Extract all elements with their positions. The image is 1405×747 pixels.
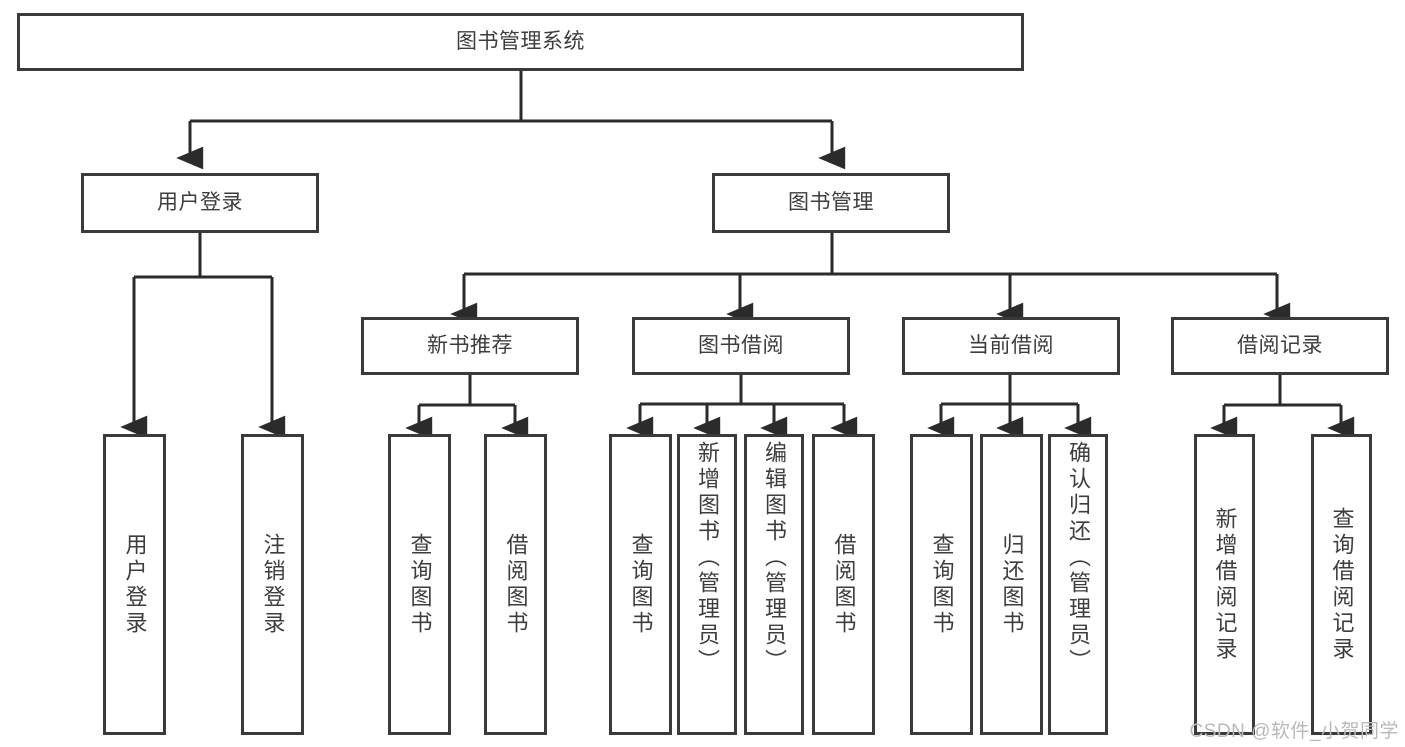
node-leaf-logout-login[interactable]: 注销登录 xyxy=(241,434,304,735)
node-leaf-logout-login-label: 注销登录 xyxy=(260,532,286,637)
node-root[interactable]: 图书管理系统 xyxy=(17,13,1024,71)
node-leaf-add-book[interactable]: 新增图书（管理员） xyxy=(677,434,737,735)
node-current-borrow[interactable]: 当前借阅 xyxy=(902,317,1120,375)
node-leaf-query-book-2[interactable]: 查询图书 xyxy=(609,434,672,735)
node-leaf-add-record[interactable]: 新增借阅记录 xyxy=(1194,434,1255,735)
node-leaf-borrow-book-1[interactable]: 借阅图书 xyxy=(484,434,547,735)
node-leaf-add-book-label: 新增图书（管理员） xyxy=(695,441,720,675)
node-leaf-return-book[interactable]: 归还图书 xyxy=(980,434,1043,735)
node-leaf-query-record-label: 查询借阅记录 xyxy=(1329,506,1355,663)
node-book-borrow-label: 图书借阅 xyxy=(698,333,784,357)
node-book-manage[interactable]: 图书管理 xyxy=(712,173,950,233)
node-borrow-record[interactable]: 借阅记录 xyxy=(1171,317,1389,375)
node-new-book-recommend[interactable]: 新书推荐 xyxy=(361,317,579,375)
node-leaf-query-book-1-label: 查询图书 xyxy=(407,532,433,637)
node-book-borrow[interactable]: 图书借阅 xyxy=(632,317,850,375)
node-leaf-query-book-1[interactable]: 查询图书 xyxy=(388,434,451,735)
node-new-book-recommend-label: 新书推荐 xyxy=(427,333,513,357)
node-borrow-record-label: 借阅记录 xyxy=(1237,333,1323,357)
node-leaf-user-login-label: 用户登录 xyxy=(122,532,148,637)
node-leaf-query-book-3[interactable]: 查询图书 xyxy=(910,434,973,735)
node-book-manage-label: 图书管理 xyxy=(788,190,874,214)
node-leaf-borrow-book-2[interactable]: 借阅图书 xyxy=(812,434,875,735)
node-leaf-query-book-2-label: 查询图书 xyxy=(628,532,654,637)
node-leaf-add-record-label: 新增借阅记录 xyxy=(1212,506,1238,663)
node-leaf-user-login[interactable]: 用户登录 xyxy=(103,434,166,735)
node-user-login[interactable]: 用户登录 xyxy=(81,173,319,233)
node-leaf-edit-book-label: 编辑图书（管理员） xyxy=(762,441,787,675)
node-leaf-borrow-book-2-label: 借阅图书 xyxy=(831,532,857,637)
node-leaf-query-book-3-label: 查询图书 xyxy=(929,532,955,637)
node-leaf-return-book-label: 归还图书 xyxy=(999,532,1025,637)
node-leaf-confirm-return-label: 确认归还（管理员） xyxy=(1066,441,1091,675)
node-leaf-borrow-book-1-label: 借阅图书 xyxy=(503,532,529,637)
node-leaf-query-record[interactable]: 查询借阅记录 xyxy=(1311,434,1372,735)
watermark: CSDN @软件_小贺同学 xyxy=(1189,721,1399,742)
node-leaf-confirm-return[interactable]: 确认归还（管理员） xyxy=(1048,434,1108,735)
node-current-borrow-label: 当前借阅 xyxy=(968,333,1054,357)
node-user-login-label: 用户登录 xyxy=(157,190,243,214)
node-leaf-edit-book[interactable]: 编辑图书（管理员） xyxy=(744,434,804,735)
node-root-label: 图书管理系统 xyxy=(456,29,585,53)
